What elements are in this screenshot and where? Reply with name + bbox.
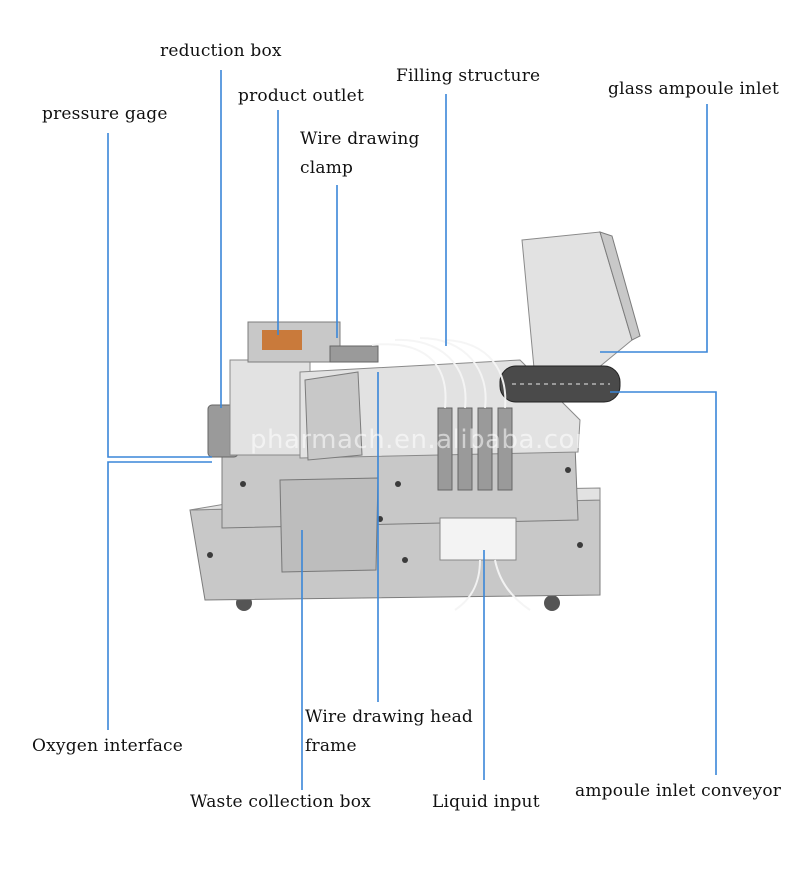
drive-housing: [229, 359, 311, 456]
panel-bolt: [395, 481, 401, 487]
label-oxygen-interface: Oxygen interface: [32, 736, 184, 756]
leader-pressure-gage: [107, 133, 212, 458]
wire-drawing-head-frame: [304, 371, 363, 461]
panel-bolt: [240, 481, 246, 487]
leader-oxygen-interface: [107, 461, 212, 730]
label-ampoule-inlet-conveyor: ampoule inlet conveyor: [575, 781, 782, 801]
label-wire-drawing-head-frame: Wire drawing head frame: [305, 707, 473, 756]
label-liquid-input: Liquid input: [432, 792, 540, 812]
leader-glass-ampoule-inlet: [600, 104, 708, 353]
label-wire-drawing-clamp: Wire drawing clamp: [300, 129, 420, 178]
ampoule-filling-machine: [189, 231, 641, 611]
product-outlet-tray: [262, 330, 302, 350]
hopper-side: [599, 231, 641, 341]
ampoule-hopper: [521, 231, 633, 369]
label-filling-structure: Filling structure: [396, 66, 541, 86]
cabinet-bolt: [207, 552, 213, 558]
leader-lines: [107, 70, 717, 790]
liquid-input-manifold: [439, 517, 517, 561]
caster-wheel: [544, 595, 560, 611]
label-product-outlet: product outlet: [238, 86, 364, 106]
watermark: pharmach.en.alibaba.com: [250, 425, 601, 455]
label-pressure-gage: pressure gage: [42, 104, 168, 124]
liquid-tubes: [371, 337, 531, 611]
waste-collection-box: [279, 477, 379, 573]
panel-bolt: [565, 467, 571, 473]
cabinet-bolt: [402, 557, 408, 563]
label-reduction-box: reduction box: [160, 41, 282, 61]
label-waste-collection-box: Waste collection box: [190, 792, 371, 812]
leader-ampoule-inlet-conveyor: [610, 391, 717, 775]
cabinet-bolt: [577, 542, 583, 548]
wire-drawing-clamp-block: [329, 345, 379, 363]
label-glass-ampoule-inlet: glass ampoule inlet: [608, 79, 780, 99]
main-body-panel: [221, 444, 579, 529]
